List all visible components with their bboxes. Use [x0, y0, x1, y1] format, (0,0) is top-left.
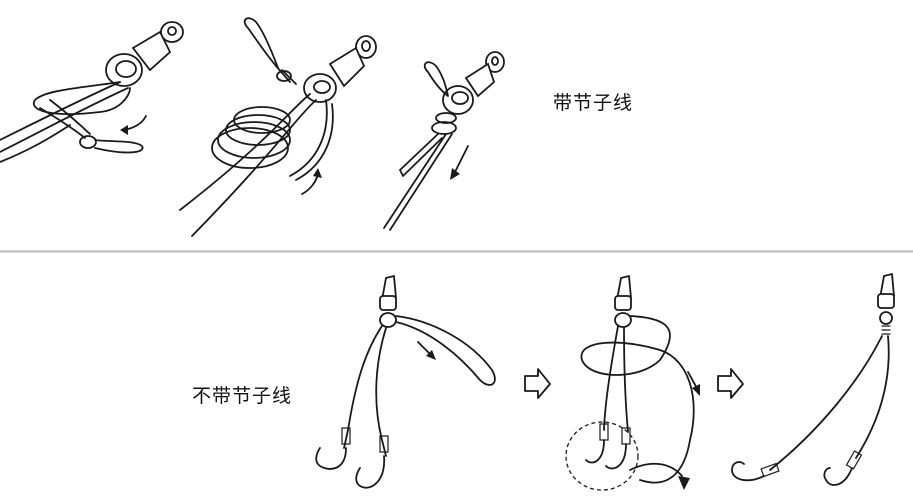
bottom-rig-illustrations — [315, 273, 895, 491]
top-step-3-illustration — [383, 51, 505, 231]
bottom-step-2-illustration — [565, 275, 700, 491]
bottom-step-1-illustration — [315, 275, 496, 489]
hollow-right-arrow-icon-2 — [717, 368, 744, 399]
top-step-1-illustration — [0, 21, 184, 163]
hollow-right-arrow-icon-1 — [524, 368, 551, 399]
bottom-section-without-knot-line: 不带节子线 — [0, 255, 913, 500]
section-divider — [0, 250, 913, 253]
top-knot-illustrations — [0, 17, 505, 237]
without-knot-line-label: 不带节子线 — [192, 385, 293, 407]
top-section-with-knot-line: 带节子线 — [0, 17, 634, 237]
with-knot-line-label: 带节子线 — [553, 92, 634, 114]
bottom-step-3-illustration — [731, 273, 895, 486]
top-step-2-illustration — [179, 17, 377, 237]
